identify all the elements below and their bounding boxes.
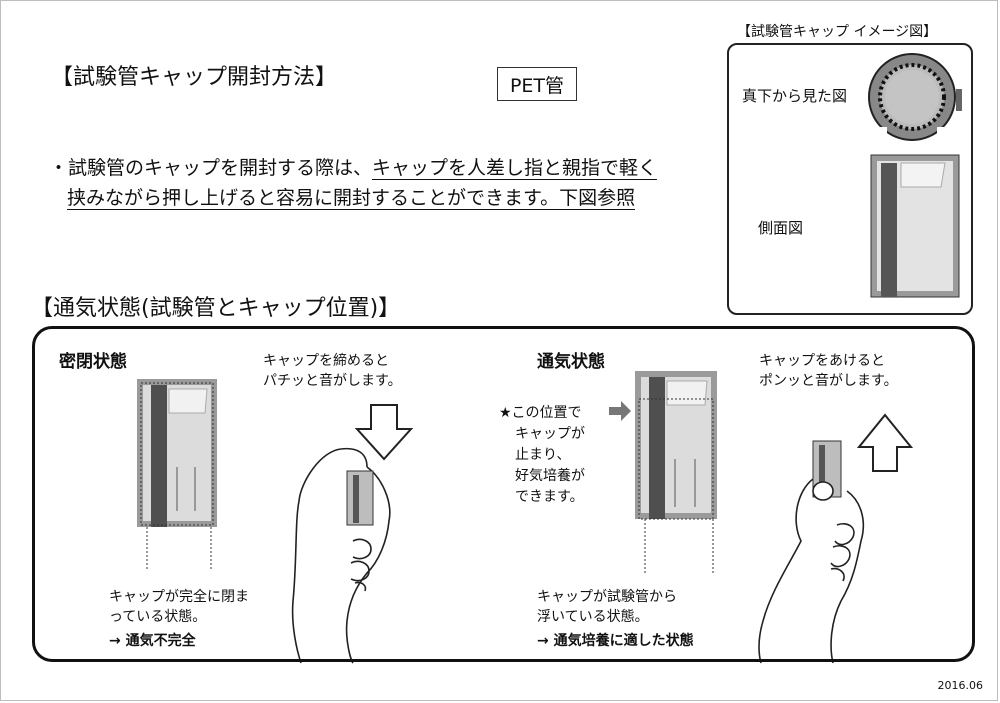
open-caption: キャップが試験管から 浮いている状態。 → 通気培養に適した状態 <box>537 587 694 651</box>
tube-closed-illustration <box>137 379 217 571</box>
tube-in-hand-closed <box>346 470 374 526</box>
bottom-view-label: 真下から見た図 <box>742 87 848 105</box>
closed-note: キャップを締めると パチッと音がします。 <box>263 351 402 391</box>
star-note-line-4: 好気培養が <box>515 468 585 484</box>
closed-state-heading: 密閉状態 <box>59 352 127 372</box>
instruction-underline-1: キャップを人差し指と親指で軽く <box>372 157 658 180</box>
open-note: キャップをあけると ポンッと音がします。 <box>759 351 898 391</box>
open-state-heading: 通気状態 <box>537 352 605 372</box>
section-title-ventilation: 【通気状態(試験管とキャップ位置)】 <box>31 296 401 321</box>
hand-closing-illustration <box>291 447 391 664</box>
closed-note-line-2: パチッと音がします。 <box>263 373 402 389</box>
ventilation-panel <box>32 326 975 662</box>
star-note-line-1: ★この位置で <box>499 405 582 421</box>
cap-side-view-illustration <box>870 154 960 298</box>
open-caption-line-2: 浮いている状態。 <box>537 609 649 625</box>
star-note-line-3: 止まり、 <box>515 447 571 463</box>
document-date: 2016.06 <box>937 679 984 692</box>
open-caption-line-1: キャップが試験管から <box>537 589 677 605</box>
position-arrow-icon <box>609 401 631 421</box>
open-result: → 通気培養に適した状態 <box>537 633 694 649</box>
star-note-line-5: できます。 <box>515 489 584 505</box>
image-box-caption: 【試験管キャップ イメージ図】 <box>737 24 938 40</box>
instruction-text: ・試験管のキャップを開封する際は、キャップを人差し指と親指で軽く 挟みながら押し… <box>49 153 658 213</box>
instruction-underline-2: 挟みながら押し上げると容易に開封することができます。下図参照 <box>67 187 636 210</box>
cap-bottom-view-illustration <box>863 53 962 141</box>
closed-caption: キャップが完全に閉ま っている状態。 → 通気不完全 <box>109 587 249 651</box>
open-note-line-2: ポンッと音がします。 <box>759 373 898 389</box>
tube-open-illustration <box>635 371 717 573</box>
down-arrow-icon <box>354 404 414 461</box>
page-title: 【試験管キャップ開封方法】 <box>51 65 338 90</box>
image-box <box>727 43 973 315</box>
up-arrow-icon <box>856 413 914 472</box>
closed-note-line-1: キャップを締めると <box>263 353 389 369</box>
star-note-line-2: キャップが <box>515 426 585 442</box>
closed-result: → 通気不完全 <box>109 633 196 649</box>
star-note: ★この位置で キャップが 止まり、 好気培養が できます。 <box>499 403 585 508</box>
closed-caption-line-2: っている状態。 <box>109 609 207 625</box>
side-view-label: 側面図 <box>758 219 804 237</box>
open-note-line-1: キャップをあけると <box>759 353 885 369</box>
closed-caption-line-1: キャップが完全に閉ま <box>109 589 249 605</box>
instruction-prefix: ・試験管のキャップを開封する際は、 <box>49 157 373 179</box>
pet-tube-label: PET管 <box>497 67 577 101</box>
